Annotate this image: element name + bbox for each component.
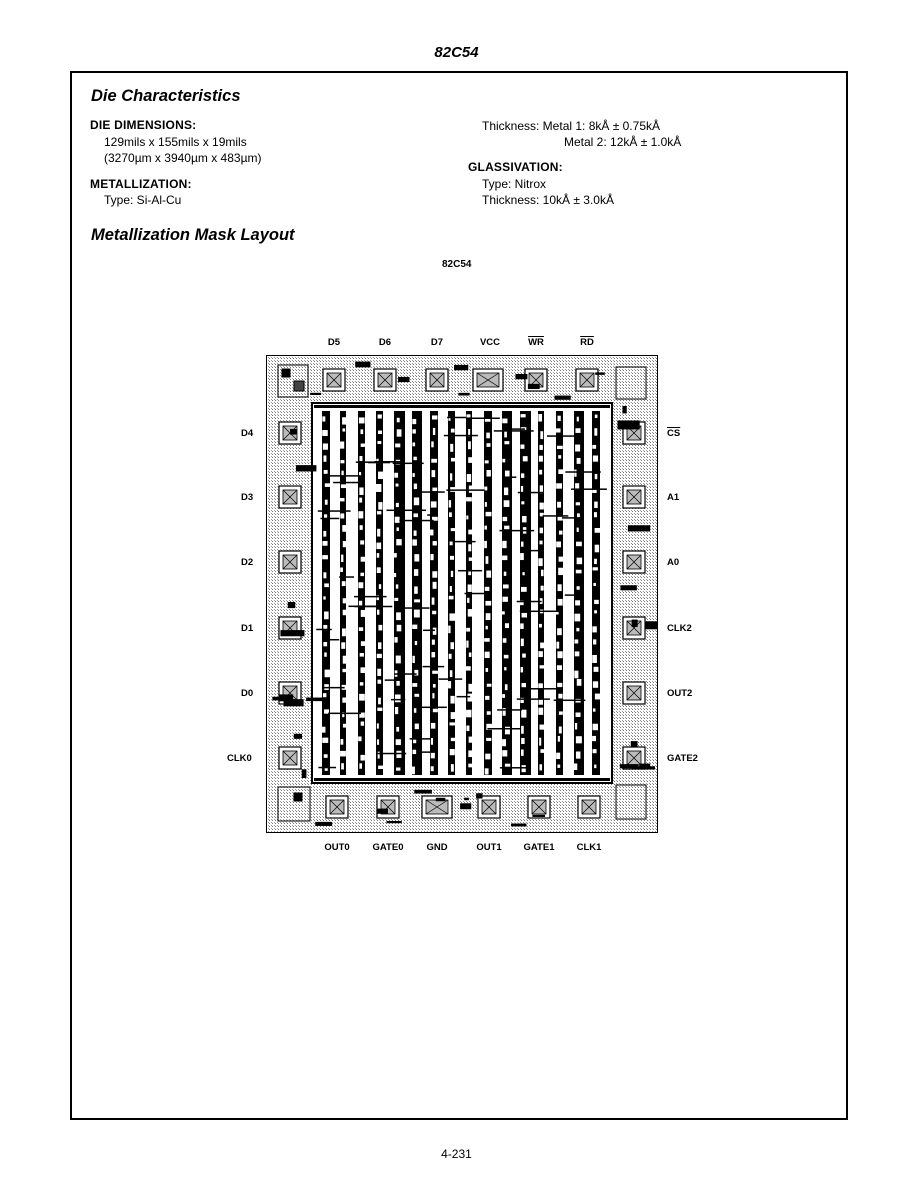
metal1-thickness: Thickness: Metal 1: 8kÅ ± 0.75kÅ — [482, 119, 660, 133]
pin-label-clk1: CLK1 — [576, 842, 602, 853]
die-dimensions-label: DIE DIMENSIONS: — [90, 118, 197, 132]
pin-label-d7: D7 — [430, 337, 444, 348]
figure-caption: 82C54 — [442, 259, 472, 270]
glassivation-thickness: Thickness: 10kÅ ± 3.0kÅ — [482, 193, 614, 207]
pin-label-gnd: GND — [426, 842, 448, 853]
glassivation-type: Type: Nitrox — [482, 177, 547, 191]
pin-label-out1: OUT1 — [476, 842, 502, 853]
page-header-part-number: 82C54 — [434, 44, 479, 61]
metallization-type: Type: Si-Al-Cu — [104, 193, 182, 207]
metal2-thickness: Metal 2: 12kÅ ± 1.0kÅ — [564, 135, 682, 149]
pin-label-gate1: GATE1 — [523, 842, 555, 853]
pin-label-vcc: VCC — [479, 337, 501, 348]
mask-layout-heading: Metallization Mask Layout — [91, 226, 295, 244]
page-number: 4-231 — [441, 1147, 472, 1161]
pin-label-d3: D3 — [241, 492, 254, 503]
pin-label-wr: WR — [528, 337, 544, 348]
glassivation-label: GLASSIVATION: — [468, 160, 563, 174]
pin-label-d0: D0 — [241, 688, 254, 699]
die-dimensions-microns: (3270µm x 3940µm x 483µm) — [104, 151, 262, 165]
pin-label-gate0: GATE0 — [372, 842, 404, 853]
pin-label-clk2: CLK2 — [667, 623, 692, 634]
die-bond-pads — [272, 361, 658, 827]
pin-label-rd: RD — [580, 337, 594, 348]
pin-label-out2: OUT2 — [667, 688, 693, 699]
metallization-label: METALLIZATION: — [90, 177, 192, 191]
content-frame — [70, 71, 848, 1120]
pin-label-d4: D4 — [241, 428, 254, 439]
pin-label-d2: D2 — [241, 557, 254, 568]
die-mask-layout-image — [266, 355, 658, 833]
pin-label-a0: A0 — [667, 557, 680, 568]
pin-label-cs: CS — [667, 428, 681, 439]
die-corner-logo — [277, 364, 647, 822]
pin-label-a1: A1 — [667, 492, 680, 503]
pin-label-d1: D1 — [241, 623, 254, 634]
die-core-metal — [314, 405, 610, 781]
pin-label-d6: D6 — [378, 337, 392, 348]
pin-label-out0: OUT0 — [324, 842, 350, 853]
die-dimensions-mils: 129mils x 155mils x 19mils — [104, 135, 247, 149]
die-characteristics-heading: Die Characteristics — [91, 87, 241, 105]
pin-label-gate2: GATE2 — [667, 753, 698, 764]
pin-label-clk0: CLK0 — [227, 753, 252, 764]
pin-label-d5: D5 — [327, 337, 341, 348]
